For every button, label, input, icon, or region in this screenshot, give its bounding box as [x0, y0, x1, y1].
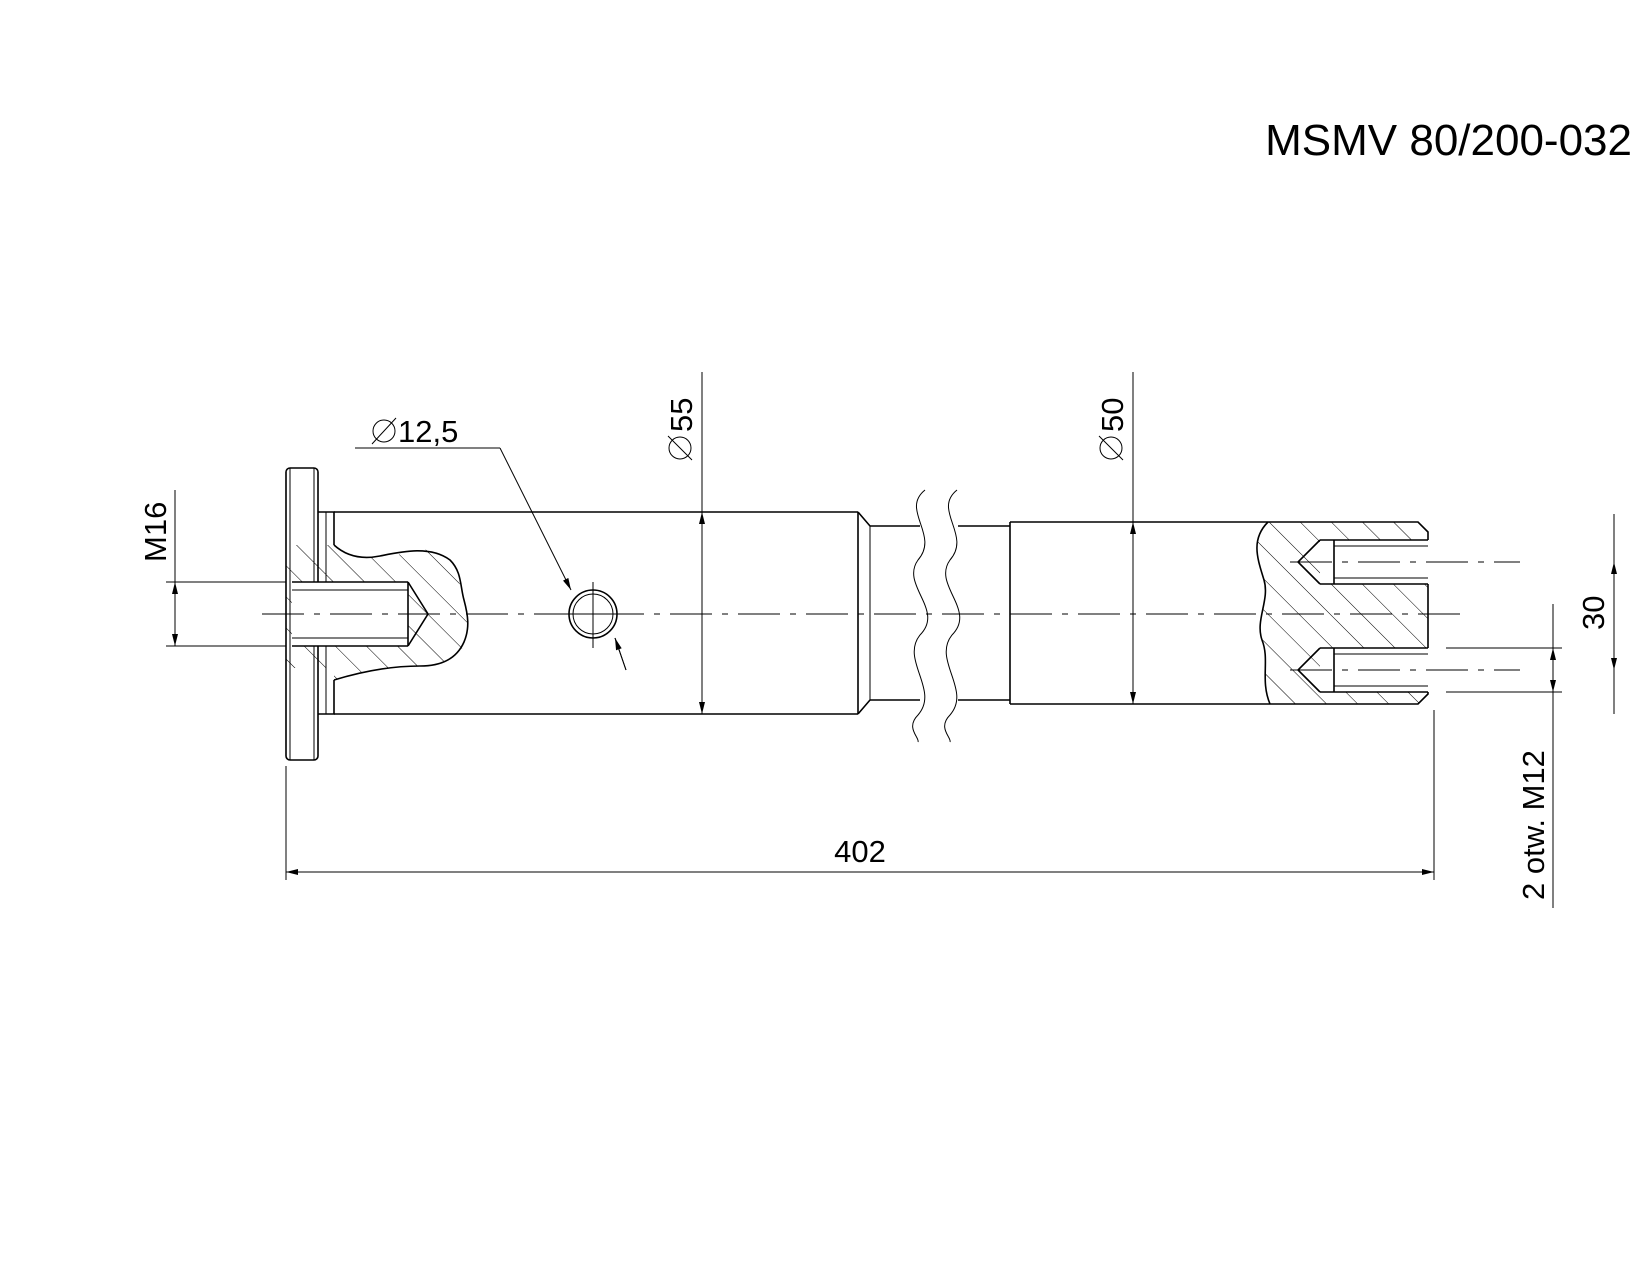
length-label: 402: [834, 834, 886, 869]
diameter-symbol-icon: [1099, 436, 1123, 460]
right-section: [1256, 521, 1430, 705]
m12-label: 2 otw. M12: [1516, 750, 1551, 900]
diameter-symbol-icon: [668, 436, 692, 460]
dimension-thread-m16: M16: [138, 490, 286, 647]
cross-hole: [563, 582, 623, 648]
diameter-50-label: 50: [1095, 398, 1130, 432]
left-section: [286, 544, 469, 681]
drawing-title: MSMV 80/200-032: [1265, 116, 1632, 165]
diameter-symbol-icon: [372, 419, 396, 443]
spacing-label: 30: [1576, 596, 1611, 630]
dimension-diameter-50: 50: [1095, 372, 1136, 704]
dimension-overall-length: 402: [285, 710, 1435, 880]
dimension-thread-m12: 2 otw. M12: [1446, 604, 1562, 908]
diameter-55-label: 55: [664, 398, 699, 432]
dimension-hole-diameter: 12,5: [355, 414, 627, 671]
center-lines: [262, 561, 1520, 671]
break-lines: [912, 489, 961, 743]
dimension-hole-spacing: 30: [1576, 514, 1617, 714]
m16-label: M16: [138, 502, 173, 562]
dimension-diameter-55: 55: [664, 372, 705, 714]
hole-diameter-label: 12,5: [398, 414, 458, 449]
